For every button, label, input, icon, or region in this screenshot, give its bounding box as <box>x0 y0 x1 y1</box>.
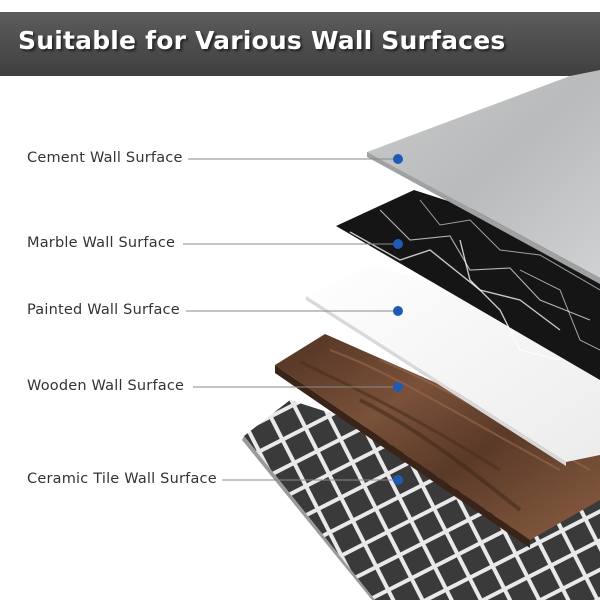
label-tile: Ceramic Tile Wall Surface <box>27 471 217 487</box>
leader-lines <box>183 158 398 481</box>
painted-panel <box>306 264 600 466</box>
label-wooden: Wooden Wall Surface <box>27 378 185 394</box>
marker-dot-tile <box>393 475 403 485</box>
header-banner: Suitable for Various Wall Surfaces <box>0 12 600 76</box>
marker-dot-wooden <box>393 382 403 392</box>
label-marble: Marble Wall Surface <box>27 235 176 251</box>
label-cement: Cement Wall Surface <box>27 150 183 166</box>
marker-dot-marble <box>393 239 403 249</box>
cement-panel <box>367 70 600 284</box>
marker-dot-cement <box>393 154 403 164</box>
marker-dot-painted <box>393 306 403 316</box>
label-painted: Painted Wall Surface <box>27 302 180 318</box>
tile-panel <box>242 400 600 600</box>
banner-title: Suitable for Various Wall Surfaces <box>18 26 506 55</box>
